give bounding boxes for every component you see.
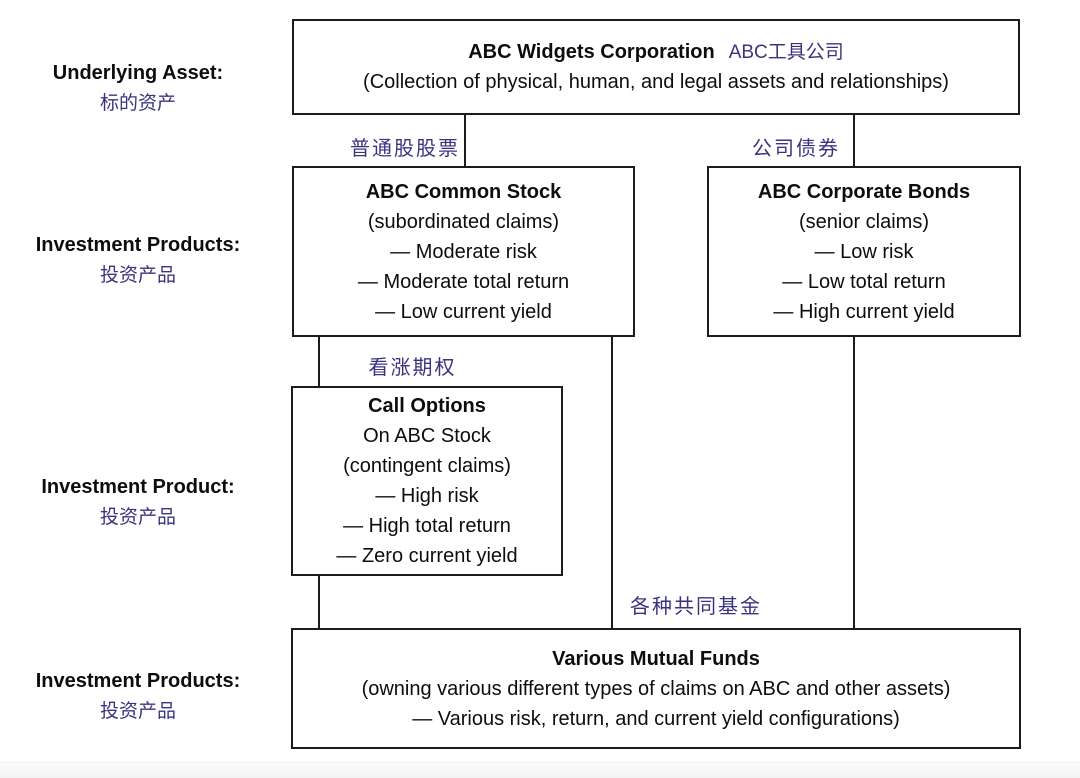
row-label-en: Investment Products:: [35, 234, 241, 256]
row-label-en: Investment Product:: [41, 476, 235, 498]
row-label-investment-product: Investment Product: 投资产品: [12, 474, 264, 534]
row-label-zh: 投资产品: [99, 507, 176, 528]
corporate-bonds-line: (senior claims): [798, 210, 930, 233]
common-stock-line: — Low current yield: [375, 300, 552, 323]
connector-corporation-to-corporate-bonds: [853, 115, 855, 167]
corporation-title-zh: ABC工具公司: [728, 42, 844, 63]
row-label-zh: 标的资产: [99, 93, 176, 114]
connector-corporate-bonds-to-mutual-funds: [853, 336, 855, 629]
box-call-options: Call Options On ABC Stock (contingent cl…: [291, 386, 563, 576]
row-label-underlying-asset: Underlying Asset: 标的资产: [12, 60, 264, 120]
edge-label-common-stock: 普通股股票: [350, 138, 460, 160]
corporate-bonds-line: — Low risk: [814, 240, 914, 263]
edge-label-mutual-funds: 各种共同基金: [630, 596, 762, 618]
call-options-line: — Zero current yield: [336, 545, 518, 567]
row-label-investment-products-2: Investment Products: 投资产品: [12, 668, 264, 728]
corporation-title-row: ABC Widgets Corporation ABC工具公司: [468, 37, 844, 67]
mutual-funds-title: Various Mutual Funds: [552, 647, 760, 670]
corporate-bonds-line: — High current yield: [773, 300, 955, 323]
mutual-funds-line: (owning various different types of claim…: [361, 677, 951, 700]
box-abc-common-stock: ABC Common Stock (subordinated claims) —…: [292, 166, 635, 337]
corporation-title: ABC Widgets Corporation: [468, 41, 715, 63]
call-options-line: (contingent claims): [343, 455, 511, 477]
box-abc-corporate-bonds: ABC Corporate Bonds (senior claims) — Lo…: [707, 166, 1021, 337]
row-label-en: Underlying Asset:: [52, 62, 224, 84]
window-bottom-band: [0, 762, 1080, 778]
call-options-line: On ABC Stock: [363, 425, 491, 447]
common-stock-line: — Moderate risk: [390, 240, 537, 263]
edge-label-call-options: 看涨期权: [368, 357, 457, 379]
row-label-investment-products-1: Investment Products: 投资产品: [12, 232, 264, 292]
row-label-zh: 投资产品: [99, 265, 176, 286]
box-various-mutual-funds: Various Mutual Funds (owning various dif…: [291, 628, 1021, 749]
connector-call-options-to-mutual-funds: [318, 575, 320, 629]
common-stock-line: — Moderate total return: [357, 270, 570, 293]
row-label-zh: 投资产品: [99, 701, 176, 722]
corporate-bonds-line: — Low total return: [782, 270, 946, 293]
box-abc-widgets-corporation: ABC Widgets Corporation ABC工具公司 (Collect…: [292, 19, 1020, 115]
row-label-en: Investment Products:: [35, 670, 241, 692]
connector-common-stock-to-mutual-funds: [611, 336, 613, 629]
connector-corporation-to-common-stock: [464, 115, 466, 167]
common-stock-title: ABC Common Stock: [365, 180, 562, 203]
call-options-line: — High risk: [375, 485, 479, 507]
edge-label-corporate-bonds: 公司债券: [752, 138, 840, 160]
mutual-funds-line: — Various risk, return, and current yiel…: [412, 707, 900, 730]
call-options-line: — High total return: [343, 515, 511, 537]
call-options-title: Call Options: [368, 395, 486, 417]
common-stock-line: (subordinated claims): [367, 210, 560, 233]
corporation-subtitle: (Collection of physical, human, and lega…: [363, 71, 949, 93]
connector-common-stock-to-call-options: [318, 336, 320, 387]
corporate-bonds-title: ABC Corporate Bonds: [757, 180, 971, 203]
